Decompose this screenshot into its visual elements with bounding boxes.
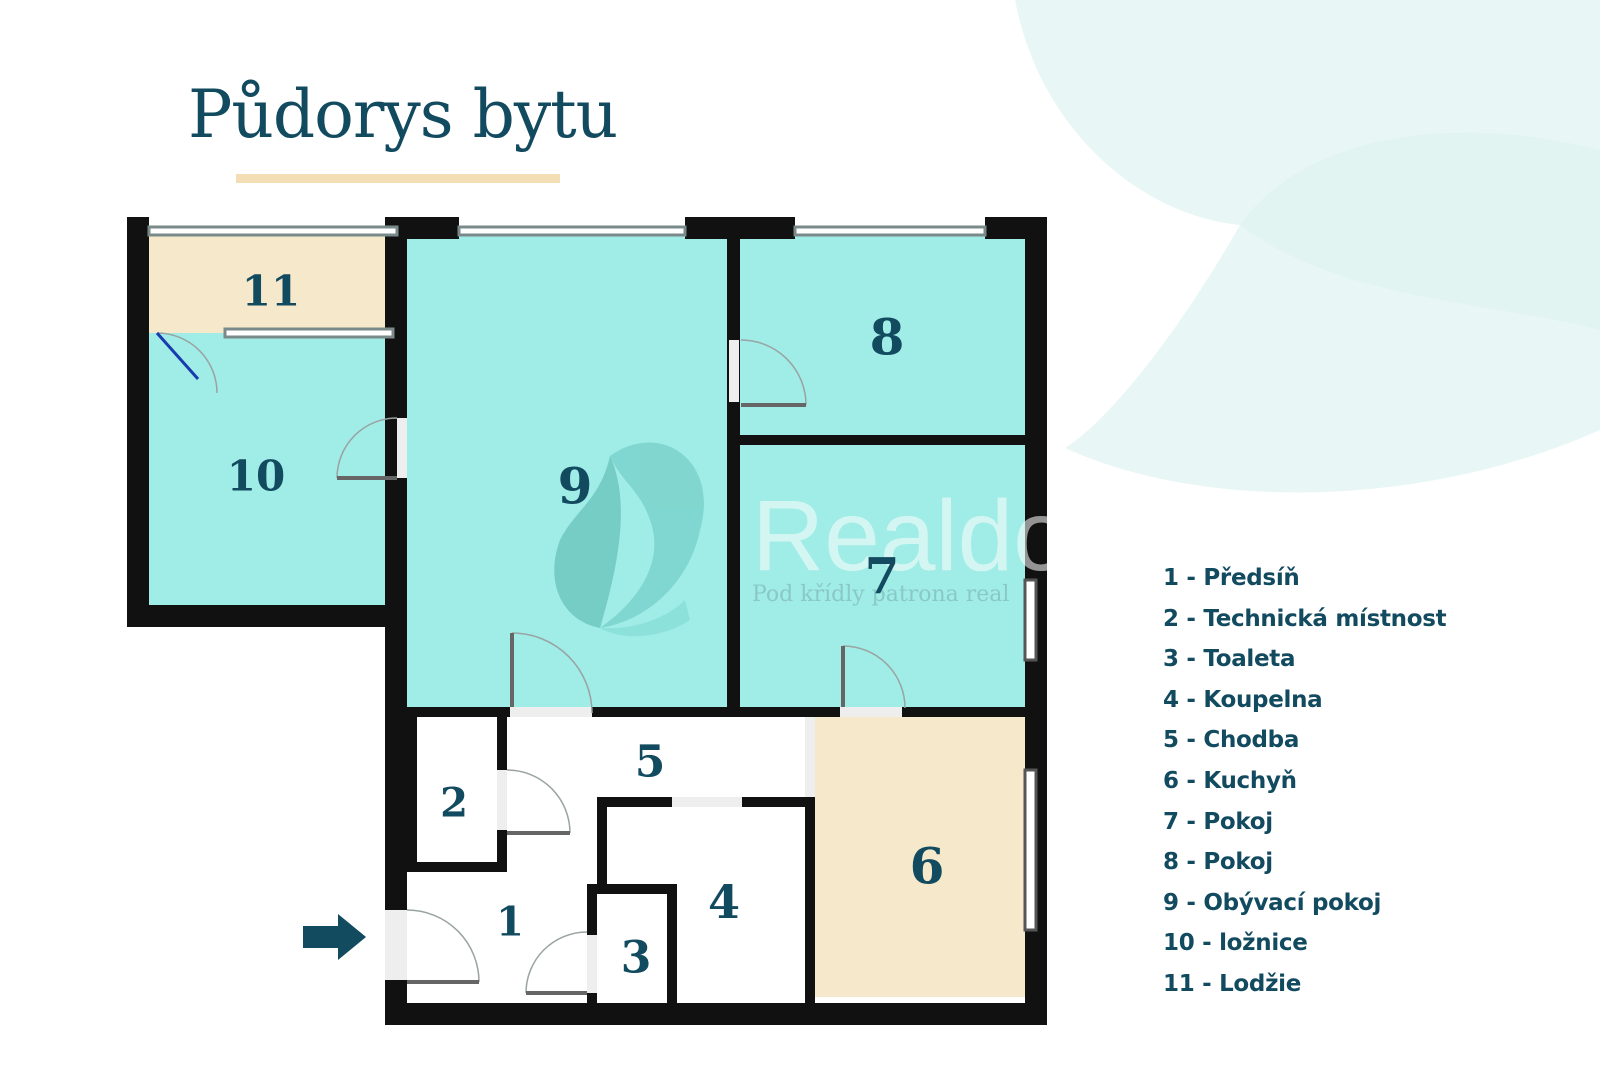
- room-8-fill: [740, 235, 1025, 435]
- arrow-right-icon: [303, 914, 366, 960]
- door-swings: [156, 332, 906, 994]
- room-number-9: 9: [558, 457, 593, 516]
- watermark-tagline: Pod křídly patrona real: [752, 582, 1009, 607]
- door-openings: [385, 340, 902, 993]
- door-leaves: [337, 403, 845, 995]
- legend-item: 5 - Chodba: [1163, 727, 1300, 754]
- room-number-5: 5: [635, 737, 666, 788]
- room-11-fill: [149, 235, 397, 333]
- balcony-door-leaf: [155, 332, 200, 380]
- legend-item: 9 - Obývací pokoj: [1163, 889, 1382, 916]
- watermark-logo-icon: [554, 442, 704, 637]
- legend-item: 7 - Pokoj: [1163, 808, 1273, 835]
- legend-item: 2 - Technická místnost: [1163, 605, 1447, 632]
- room-6-fill: [815, 717, 1025, 997]
- legend-item: 4 - Koupelna: [1163, 686, 1323, 713]
- legend-item: 3 - Toaleta: [1163, 646, 1296, 673]
- bg-wave-shape-light: [1240, 132, 1600, 330]
- room-number-2: 2: [440, 780, 468, 827]
- room-number-8: 8: [870, 308, 905, 367]
- room-number-7: 7: [865, 547, 900, 606]
- room-number-11: 11: [242, 267, 300, 316]
- room-10-fill: [149, 333, 397, 605]
- legend-item: 11 - Lodžie: [1163, 970, 1302, 997]
- legend-item: 1 - Předsíň: [1163, 565, 1300, 591]
- legend-item: 10 - ložnice: [1163, 930, 1308, 957]
- watermark-name: Realdomus: [752, 480, 1258, 592]
- legend-item: 8 - Pokoj: [1163, 849, 1273, 876]
- page-title: Půdorys bytu: [188, 76, 618, 153]
- room-legend: 1 - Předsíň 2 - Technická místnost 3 - T…: [1163, 558, 1447, 1005]
- title-underline: [236, 174, 560, 183]
- windows: [147, 225, 1038, 932]
- legend-item: 6 - Kuchyň: [1163, 767, 1297, 794]
- room-number-4: 4: [708, 875, 740, 929]
- room-number-10: 10: [227, 452, 285, 501]
- room-number-3: 3: [621, 933, 652, 984]
- room-number-1: 1: [496, 899, 524, 946]
- room-number-6: 6: [910, 837, 945, 896]
- room-7-fill: [740, 445, 1025, 707]
